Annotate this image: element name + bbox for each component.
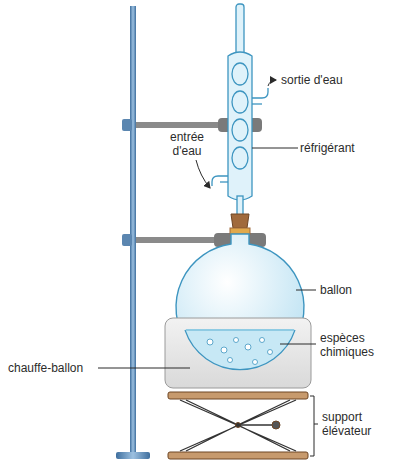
bubbles	[207, 338, 273, 365]
leader-lines	[98, 148, 318, 456]
stand-rod	[130, 6, 136, 454]
stand-base	[116, 452, 150, 459]
heating-mantle	[165, 318, 311, 388]
water-outlet-label: sortie d'eau	[281, 73, 381, 87]
liquid	[185, 330, 295, 370]
flask-label: ballon	[320, 283, 400, 297]
lab-jack-label: support élévateur	[322, 410, 400, 438]
stopper	[231, 214, 249, 228]
lab-jack	[168, 392, 308, 459]
water-in-arrow	[196, 160, 210, 188]
mantle-label: chauffe-ballon	[8, 361, 98, 375]
joint	[230, 228, 250, 234]
condenser-label: réfrigérant	[300, 141, 400, 155]
chemicals-label: espèces chimiques	[320, 331, 398, 359]
water-inlet-label: entrée d'eau	[162, 130, 212, 158]
condenser	[212, 4, 268, 226]
water-out-arrow	[268, 80, 276, 86]
